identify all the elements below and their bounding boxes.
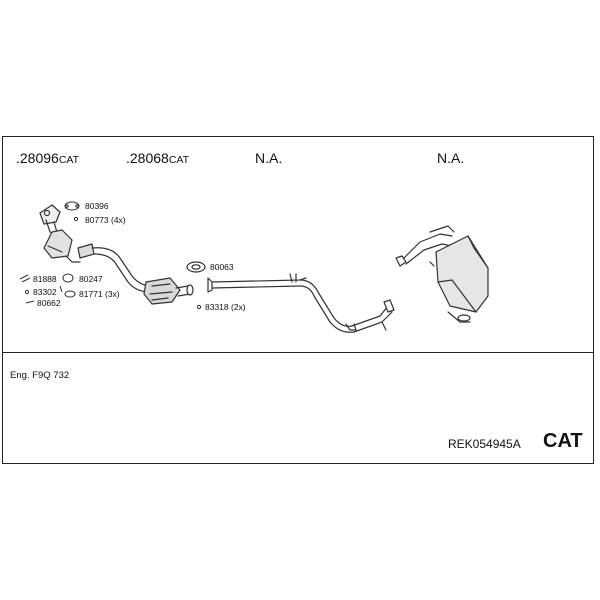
part-number: N.A. (437, 150, 465, 166)
nut-83318-icon (196, 304, 202, 310)
part-suffix: CAT (168, 154, 190, 166)
category-label: CAT (543, 430, 583, 452)
part-number: N.A. (255, 150, 283, 166)
bolt-81888-icon (19, 274, 31, 283)
manifold-catalyst (39, 204, 81, 263)
column-header-4: N.A. (437, 150, 464, 166)
column-header-3: N.A. (255, 150, 282, 166)
part-label-81888: 81888 (33, 274, 57, 284)
washer-83302-icon (24, 289, 30, 295)
clamp-80247-icon (62, 273, 74, 283)
intermediate-pipe (207, 273, 395, 333)
column-header-1: .28096CAT (16, 150, 79, 166)
column-header-2: .28068CAT (126, 150, 189, 166)
rear-muffler (395, 225, 489, 323)
engine-code: Eng. F9Q 732 (10, 370, 70, 381)
part-label-83302: 83302 (33, 287, 57, 297)
gasket-80063 (186, 261, 206, 273)
part-label-83318: 83318 (2x) (205, 302, 246, 312)
part-number: .28096 (16, 150, 59, 166)
part-suffix: CAT (58, 154, 80, 166)
bolt-80662-icon (25, 300, 35, 304)
part-label-80773: 80773 (4x) (85, 215, 126, 225)
part-label-80396: 80396 (85, 201, 109, 211)
part-label-80662: 80662 (37, 298, 61, 308)
spring-81771-icon (59, 285, 76, 298)
part-label-81771: 81771 (3x) (79, 289, 120, 299)
kit-reference: REK054945A (448, 437, 521, 451)
gasket-80396-icon (64, 201, 80, 211)
front-pipe-catalyst (77, 243, 194, 305)
part-label-80063: 80063 (210, 262, 234, 272)
section-divider (2, 352, 593, 353)
diagram-frame (2, 136, 594, 464)
part-number: .28068 (126, 150, 169, 166)
part-label-80247: 80247 (79, 274, 103, 284)
nut-80773-icon (73, 216, 79, 222)
